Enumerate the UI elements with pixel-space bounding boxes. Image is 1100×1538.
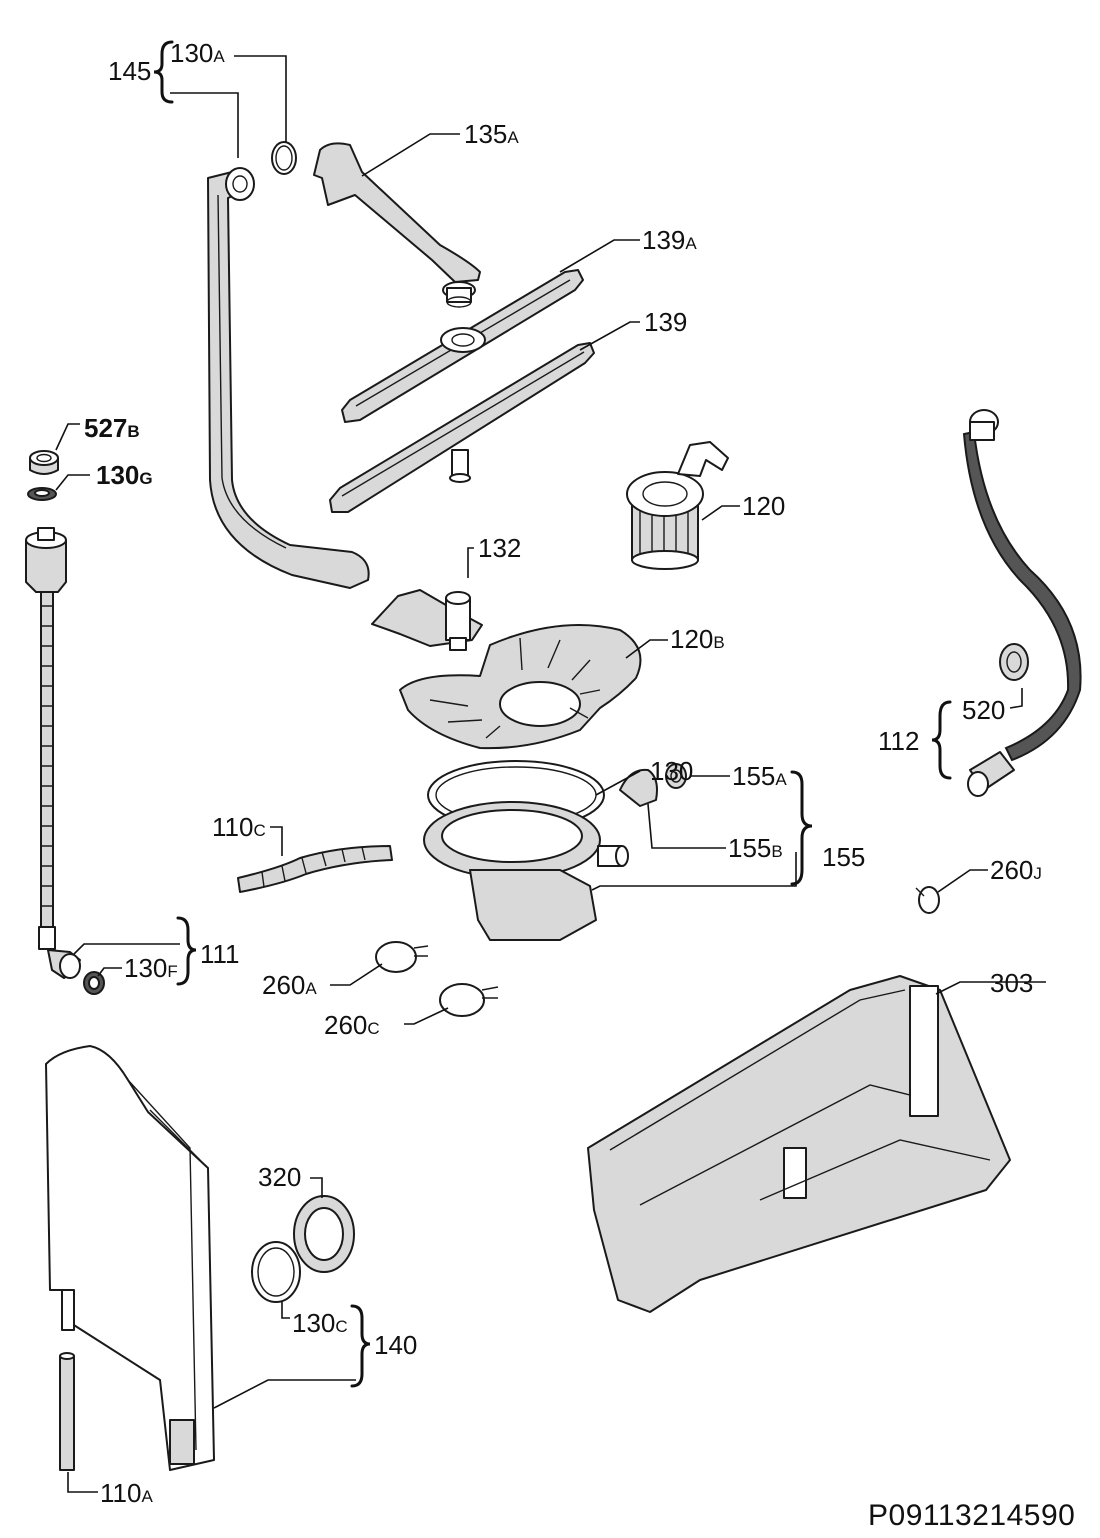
nut-527b <box>29 450 59 475</box>
label-110a: 110A <box>100 1478 153 1508</box>
label-112: 112 <box>878 726 919 756</box>
washer-130g <box>27 487 57 501</box>
label-260j: 260J <box>990 855 1042 885</box>
housing-140 <box>45 1045 215 1471</box>
lower-spray-arm-139 <box>329 342 595 513</box>
upper-spray-arm-139a <box>341 269 584 423</box>
o-ring-130c <box>251 1241 301 1303</box>
heater-sensor-132 <box>371 589 483 651</box>
drain-hose-112 <box>962 409 1082 797</box>
filter-120 <box>626 441 729 570</box>
washer-130f <box>83 971 105 995</box>
supply-pipe-135a <box>313 142 481 308</box>
label-155: 155 <box>822 842 865 872</box>
check-valve-155a <box>665 763 687 789</box>
label-110c: 110C <box>212 812 266 842</box>
label-120: 120 <box>742 491 785 521</box>
corrugated-hose-110c <box>237 845 393 893</box>
label-132: 132 <box>478 533 521 563</box>
clamp-260j <box>915 886 940 914</box>
label-155b: 155B <box>728 833 783 863</box>
label-139: 139 <box>644 307 687 337</box>
clip-520 <box>999 643 1029 681</box>
label-260a: 260A <box>262 970 317 1000</box>
label-520: 520 <box>962 695 1005 725</box>
braces <box>153 40 952 1388</box>
pressure-hose-111 <box>25 527 81 979</box>
label-130: 130 <box>650 756 693 786</box>
callout-labels: 145 130A 135A 139A 139 527B 130G 120 132… <box>84 38 1042 1508</box>
label-303: 303 <box>990 968 1033 998</box>
label-130g: 130G <box>96 460 153 490</box>
document-id: P09113214590 <box>868 1499 1075 1532</box>
label-320: 320 <box>258 1162 301 1192</box>
label-260c: 260C <box>324 1010 380 1040</box>
label-145: 145 <box>108 56 151 86</box>
label-130a: 130A <box>170 38 225 68</box>
leader-lines <box>55 55 1046 1493</box>
label-140: 140 <box>374 1330 417 1360</box>
label-111: 111 <box>200 939 240 969</box>
label-130c: 130C <box>292 1308 348 1338</box>
label-527b: 527B <box>84 413 140 443</box>
supply-pipe-145 <box>207 167 370 589</box>
label-155a: 155A <box>732 761 787 791</box>
base-303 <box>587 975 1011 1313</box>
clamp-260a <box>375 941 429 973</box>
label-139a: 139A <box>642 225 697 255</box>
label-135a: 135A <box>464 119 519 149</box>
clamp-260c <box>439 983 499 1017</box>
sump <box>423 801 629 941</box>
tube-110a <box>59 1352 75 1471</box>
o-ring-130a <box>271 141 297 175</box>
filter-plate-120b <box>399 624 642 750</box>
seal-320 <box>293 1195 355 1273</box>
label-130f: 130F <box>124 953 178 983</box>
label-120b: 120B <box>670 624 725 654</box>
